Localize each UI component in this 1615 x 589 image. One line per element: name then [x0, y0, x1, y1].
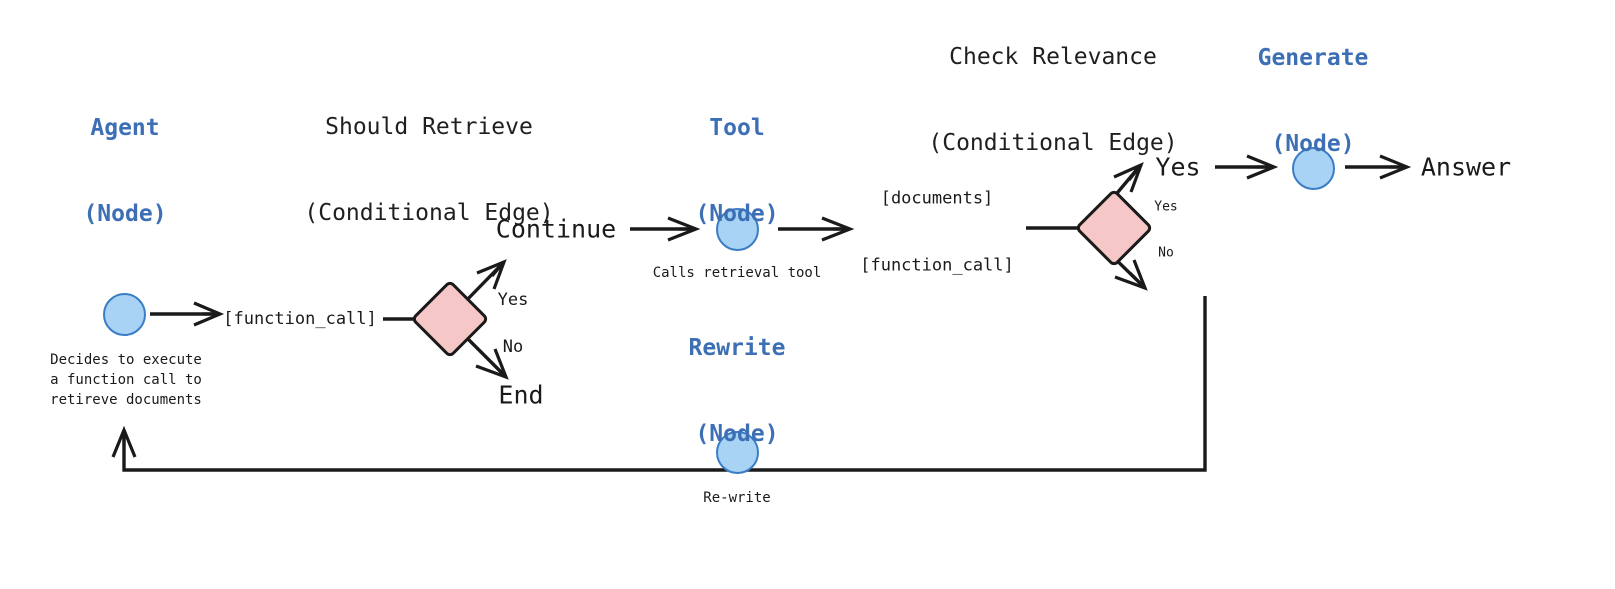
- node-agent-title-line1: Agent: [90, 114, 160, 141]
- label-continue: Continue: [495, 214, 617, 244]
- node-agent-circle[interactable]: [103, 293, 146, 336]
- label-end: End: [498, 380, 544, 410]
- label-decision2-no: No: [1158, 245, 1174, 261]
- label-decision2-yes: Yes: [1154, 199, 1178, 215]
- label-decision1-yes: Yes: [497, 289, 529, 310]
- node-generate-title: Generate (Node): [1193, 0, 1433, 215]
- label-function-call-agent: [function_call]: [223, 308, 377, 329]
- label-decision2-yes-target: Yes: [1155, 152, 1201, 182]
- node-tool-title-line1: Tool: [709, 114, 765, 141]
- node-generate-title-line2: (Node): [1271, 130, 1355, 157]
- arrowhead-feedback-up: [111, 425, 137, 458]
- node-tool-circle[interactable]: [716, 208, 759, 251]
- edge-should-retrieve-title-line2: (Conditional Edge): [304, 199, 554, 226]
- arrowhead-decision2-no: [1114, 259, 1148, 291]
- label-function-call-tool: [function_call]: [860, 255, 1014, 276]
- label-documents: [documents]: [880, 188, 994, 209]
- edge-check-relevance-title: Check Relevance (Conditional Edge): [843, 0, 1263, 214]
- label-answer: Answer: [1420, 152, 1512, 182]
- node-rewrite-title-line1: Rewrite: [688, 334, 786, 361]
- edge-should-retrieve-title-line1: Should Retrieve: [325, 113, 533, 140]
- node-agent-title: Agent (Node): [5, 57, 245, 285]
- label-documents-functioncall: [documents] [function_call]: [817, 142, 1057, 322]
- node-rewrite-title: Rewrite (Node): [617, 277, 857, 505]
- node-agent-title-line2: (Node): [83, 200, 167, 227]
- label-decision1-no: No: [502, 336, 524, 357]
- node-rewrite-title-line2: (Node): [695, 420, 779, 447]
- node-tool-title-line2: (Node): [695, 200, 779, 227]
- node-generate-title-line1: Generate: [1257, 44, 1369, 71]
- node-rewrite-circle[interactable]: [716, 431, 759, 474]
- node-rewrite-caption: Re-write: [703, 490, 771, 507]
- node-agent-caption: Decides to execute a function call to re…: [50, 352, 202, 408]
- node-tool-title: Tool (Node): [617, 57, 857, 285]
- edge-check-relevance-title-line1: Check Relevance: [949, 43, 1157, 70]
- edge-check-relevance-title-line2: (Conditional Edge): [928, 129, 1178, 156]
- edge-should-retrieve-title: Should Retrieve (Conditional Edge): [229, 56, 629, 284]
- node-generate-circle[interactable]: [1292, 147, 1335, 190]
- node-tool-caption: Calls retrieval tool: [652, 265, 822, 282]
